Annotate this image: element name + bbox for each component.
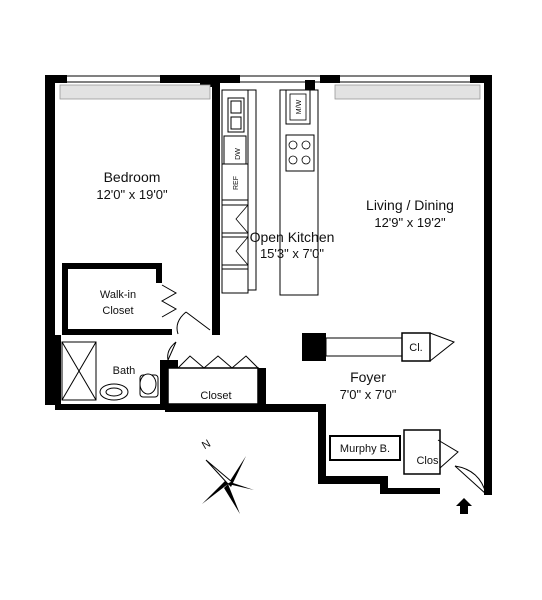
bedroom-door [176, 311, 211, 335]
walkin-label-line1: Walk-in [100, 289, 136, 301]
closet-box [167, 367, 259, 405]
entry-door [454, 465, 487, 495]
compass-north-label: N [200, 438, 213, 452]
closet-door [177, 355, 259, 369]
foyer-dims: 7'0" x 7'0" [340, 387, 397, 402]
exterior-walls [45, 75, 492, 495]
bedroom-dims: 12'0" x 19'0" [96, 187, 168, 202]
doors [160, 284, 487, 495]
microwave [289, 93, 307, 121]
radiators [59, 84, 481, 100]
cl-name: Cl. [409, 342, 422, 354]
living-name: Living / Dining [366, 197, 454, 213]
cl-door [429, 332, 456, 362]
walkin-closet-door [160, 284, 178, 318]
stove-burners [288, 140, 311, 165]
toilet [139, 373, 159, 398]
cl-closet [325, 332, 431, 362]
closet-name: Closet [200, 390, 231, 402]
walkin-label-line2: Closet [102, 305, 133, 317]
refrigerator-label: REF [233, 176, 240, 190]
interior-walls [55, 80, 440, 494]
kitchen-name: Open Kitchen [250, 229, 335, 245]
shower [61, 341, 97, 401]
bath-name: Bath [113, 365, 136, 377]
dishwasher-label: DW [235, 148, 242, 160]
entry-arrow-icon [456, 498, 472, 514]
clos-name: Clos. [416, 455, 441, 467]
clos-door [437, 439, 459, 469]
kitchen-counters [221, 89, 319, 296]
cabinet-swings [235, 204, 249, 266]
clos-box [403, 429, 441, 475]
bath-sink [99, 383, 129, 401]
murphy-bed [329, 435, 401, 461]
bedroom-name: Bedroom [104, 169, 161, 185]
microwave-label: M/W [296, 99, 303, 114]
compass-rose-icon [202, 456, 254, 514]
murphy-name: Murphy B. [340, 443, 390, 455]
kitchen-dims: 15'3" x 7'0" [260, 246, 324, 261]
foyer-name: Foyer [350, 369, 386, 385]
living-dims: 12'9" x 19'2" [374, 215, 446, 230]
bath-door [167, 341, 177, 361]
